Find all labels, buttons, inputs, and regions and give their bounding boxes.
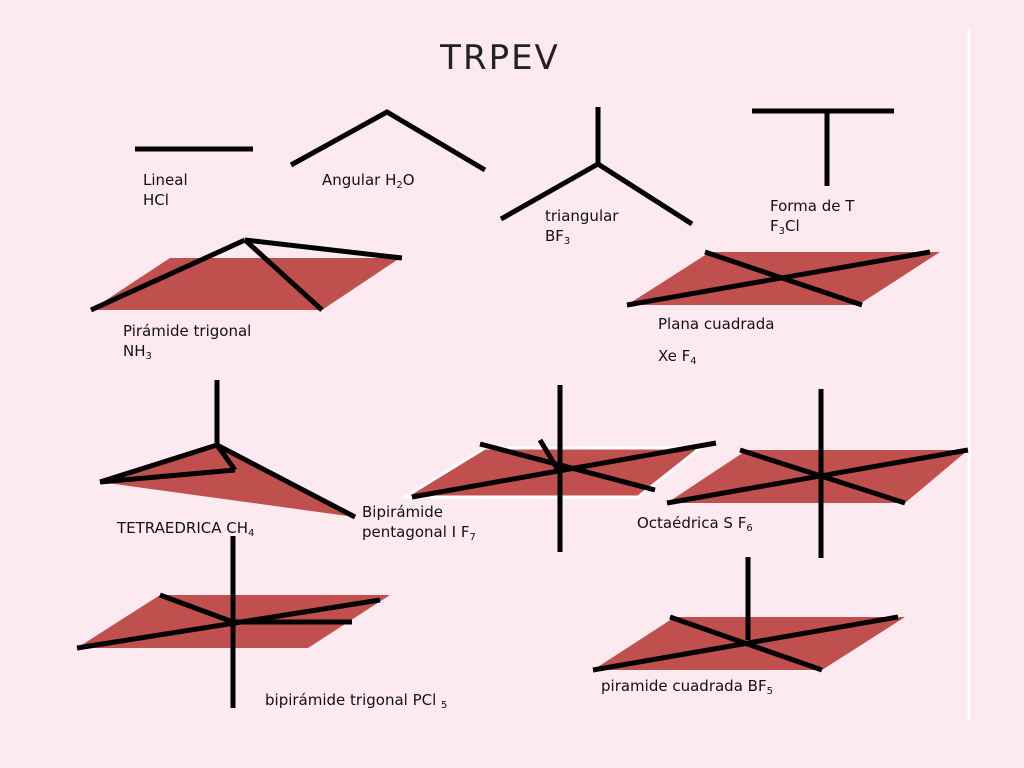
piramide-trigonal-shape bbox=[89, 237, 403, 313]
label-triangular: triangular BF3 bbox=[545, 207, 619, 247]
bipiramide-trigonal-shape bbox=[76, 536, 390, 708]
label-angular: Angular H2O bbox=[322, 171, 415, 191]
label-bipiramide-pentagonal: Bipirámide pentagonal I F7 bbox=[362, 503, 476, 543]
label-tetraedrica: TETRAEDRICA CH4 bbox=[117, 519, 255, 539]
octaedrica-shape bbox=[666, 389, 969, 558]
bipiramide-pentagonal-shape bbox=[399, 385, 717, 552]
label-forma-t: Forma de T F3Cl bbox=[770, 197, 855, 237]
page-title: TRPEV bbox=[440, 38, 560, 78]
label-bipiramide-trigonal: bipirámide trigonal PCl 5 bbox=[265, 691, 448, 711]
plana-cuadrada-shape bbox=[626, 249, 940, 308]
tetraedrica-shape bbox=[99, 380, 357, 520]
label-piramide-trigonal: Pirámide trigonal NH3 bbox=[123, 322, 252, 362]
forma-t-shape bbox=[752, 108, 894, 186]
label-lineal: Lineal HCl bbox=[143, 171, 188, 209]
label-octaedrica: Octaédrica S F6 bbox=[637, 514, 753, 534]
label-plana-cuadrada: Plana cuadrada bbox=[658, 315, 775, 333]
label-plana-cuadrada-formula: Xe F4 bbox=[658, 347, 697, 367]
piramide-cuadrada-shape bbox=[592, 557, 905, 673]
label-piramide-cuadrada: piramide cuadrada BF5 bbox=[601, 677, 773, 697]
angular-shape bbox=[289, 109, 487, 173]
triangular-shape bbox=[499, 107, 694, 227]
